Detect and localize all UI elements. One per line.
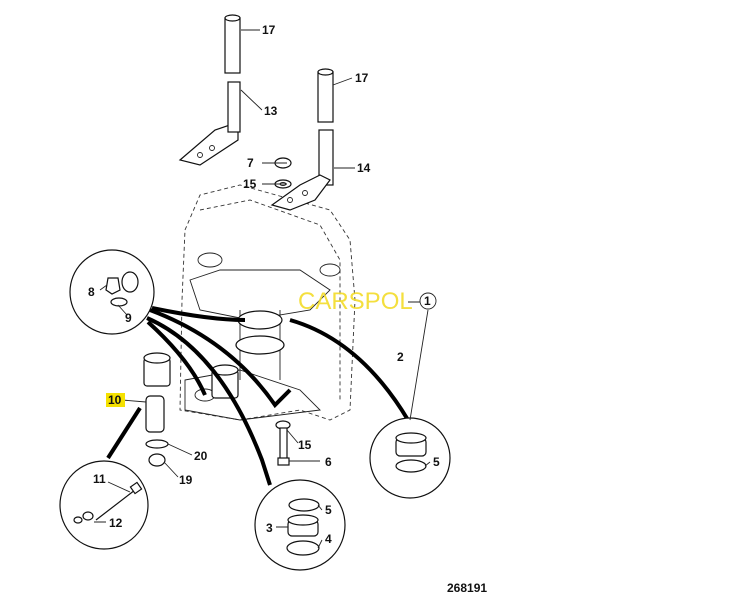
- callouts: 17 17 13 7 15 14 1 8 9 2 10 20 15 6 5 19…: [88, 23, 440, 546]
- callout-2[interactable]: 2: [397, 350, 404, 364]
- callout-15[interactable]: 15: [298, 438, 312, 452]
- callout-6[interactable]: 6: [325, 455, 332, 469]
- callout-5[interactable]: 5: [433, 455, 440, 469]
- callout-9[interactable]: 9: [125, 311, 132, 325]
- callout-8[interactable]: 8: [88, 285, 95, 299]
- pin-17-upper: [224, 14, 241, 74]
- callout-4[interactable]: 4: [325, 532, 332, 546]
- detail-circle-3-4-5: [254, 479, 346, 571]
- watermark: CARSPOL: [298, 288, 413, 315]
- bushing: [143, 352, 239, 399]
- detail-circle-11-12: [59, 460, 149, 550]
- callout-14[interactable]: 14: [357, 161, 371, 175]
- bolt-6: [275, 420, 291, 466]
- callout-17[interactable]: 17: [262, 23, 276, 37]
- callout-10[interactable]: 10: [108, 393, 122, 407]
- cap-19: [148, 453, 166, 467]
- callout-3[interactable]: 3: [266, 521, 273, 535]
- callout-10-highlight: [106, 393, 125, 407]
- callout-7[interactable]: 7: [247, 156, 254, 170]
- bracket-14: [270, 129, 334, 211]
- callout-20[interactable]: 20: [194, 449, 208, 463]
- callout-1[interactable]: 1: [424, 294, 431, 308]
- washer-20: [145, 439, 169, 449]
- callout-19[interactable]: 19: [179, 473, 193, 487]
- callout-5[interactable]: 5: [325, 503, 332, 517]
- bracket-13: [178, 81, 241, 166]
- pin-10: [145, 395, 165, 433]
- detail-leaders: [106, 306, 410, 486]
- callout-13[interactable]: 13: [264, 104, 278, 118]
- drawing-number: 268191: [447, 581, 487, 595]
- detail-circle-8-9: [69, 249, 155, 335]
- callout-12[interactable]: 12: [109, 516, 123, 530]
- callout-11[interactable]: 11: [93, 472, 106, 486]
- callout-leaders: [94, 29, 437, 549]
- callout-15[interactable]: 15: [243, 177, 257, 191]
- detail-circle-5: [369, 417, 451, 499]
- pin-17-right: [317, 68, 334, 123]
- callout-17[interactable]: 17: [355, 71, 369, 85]
